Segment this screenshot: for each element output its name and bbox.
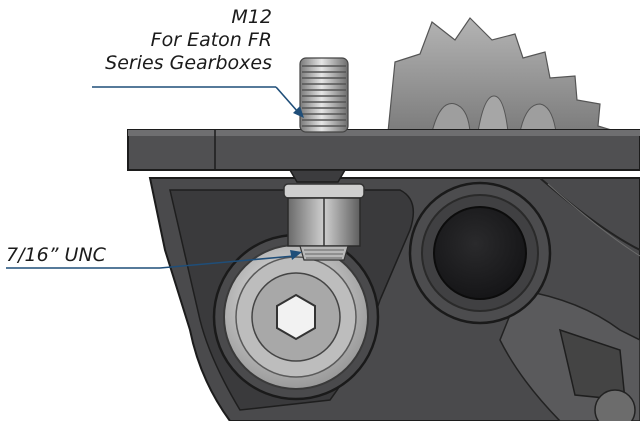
hex-nut (283, 183, 365, 261)
callout-stud-line3: Series Gearboxes (105, 52, 272, 74)
hex-socket-icon (276, 293, 316, 341)
threaded-stud (299, 57, 349, 133)
callout-stud-line2: For Eaton FR (150, 29, 272, 51)
drain-plug-boss (408, 181, 552, 325)
leader-arrowhead-stud-icon (293, 106, 304, 118)
gear (387, 17, 619, 133)
leader-arrowhead-nut-icon (290, 250, 302, 260)
callout-nut-label: 7/16” UNC (6, 244, 106, 267)
leader-line-nut (6, 255, 295, 269)
callout-nut-line1: 7/16” UNC (6, 244, 106, 266)
socket-cap-screw-boss (212, 233, 380, 401)
callout-stud-label: M12 For Eaton FR Series Gearboxes (105, 6, 272, 75)
top-flange (127, 129, 640, 183)
leader-line-stud (92, 86, 299, 113)
callout-stud-line1: M12 (231, 6, 272, 28)
